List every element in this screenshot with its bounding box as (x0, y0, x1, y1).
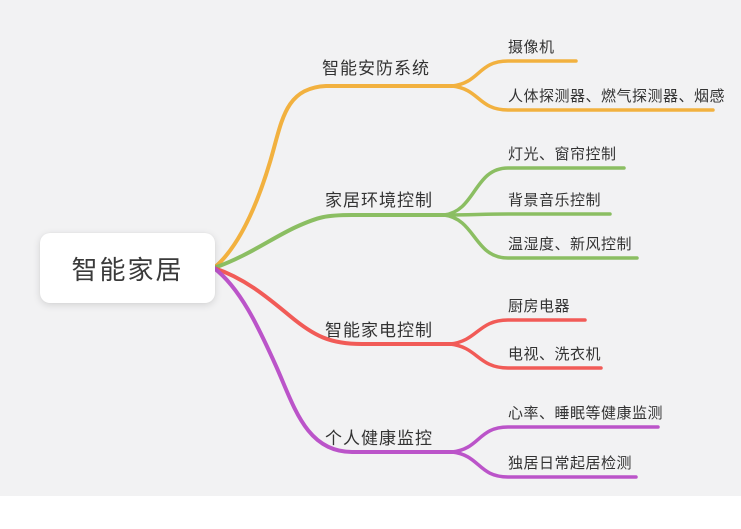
child-node-solo-living[interactable]: 独居日常起居检测 (508, 455, 633, 472)
branch-3-child-2-connector (448, 342, 603, 370)
branch-1-connector (212, 84, 460, 270)
child-node-camera[interactable]: 摄像机 (508, 39, 555, 56)
branch-4-child-1-connector (450, 425, 660, 454)
branch-2-connector (212, 213, 452, 270)
root-node-label: 智能家居 (71, 254, 184, 285)
branch-2-child-2-connector (442, 212, 612, 217)
child-node-kitchen[interactable]: 厨房电器 (508, 298, 571, 315)
branch-1-child-1-connector (450, 59, 578, 88)
child-node-hvac[interactable]: 温湿度、新风控制 (508, 236, 633, 253)
child-node-light-curtain[interactable]: 灯光、窗帘控制 (508, 146, 617, 163)
branch-node-environment[interactable]: 家居环境控制 (325, 191, 433, 210)
branch-4-child-2-connector (450, 450, 638, 479)
child-node-heart-sleep[interactable]: 心率、睡眠等健康监测 (508, 405, 664, 422)
child-node-tv-washer[interactable]: 电视、洗衣机 (508, 346, 602, 363)
child-node-music[interactable]: 背景音乐控制 (508, 192, 602, 209)
branch-1-child-2-connector (450, 84, 715, 112)
branch-2-child-1-connector (442, 166, 626, 217)
branch-node-security[interactable]: 智能安防系统 (322, 59, 430, 78)
root-node[interactable]: 智能家居 (40, 233, 215, 303)
branch-node-appliance[interactable]: 智能家电控制 (325, 321, 433, 340)
branch-2-child-3-connector (442, 213, 639, 260)
branch-4-connector (212, 266, 460, 454)
child-node-detectors[interactable]: 人体探测器、燃气探测器、烟感 (508, 88, 726, 105)
branch-node-health[interactable]: 个人健康监控 (325, 429, 433, 448)
branch-3-child-1-connector (448, 318, 587, 346)
branch-3-connector (212, 266, 458, 346)
